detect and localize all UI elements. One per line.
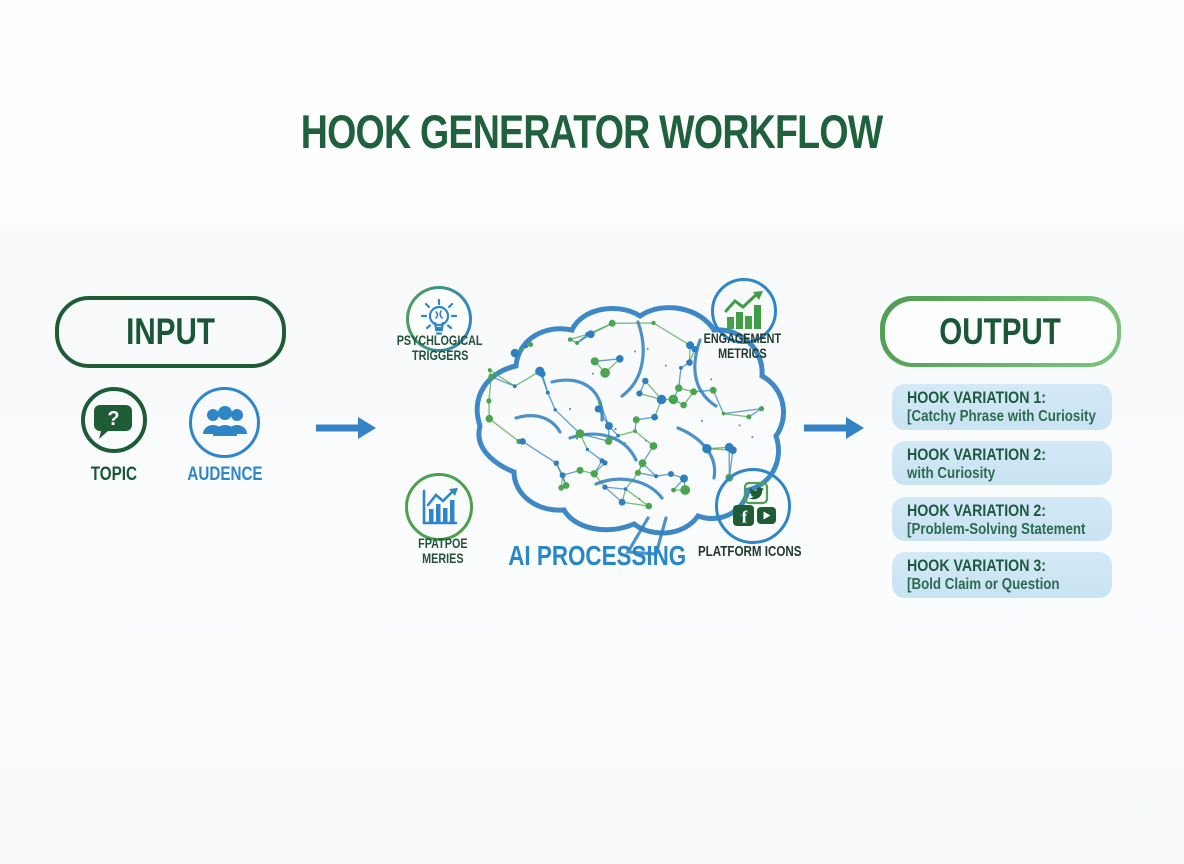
right-arrow-icon (316, 417, 376, 439)
platform-icons-label: PLATFORM ICONS (698, 544, 802, 560)
hook-title: HOOK VARIATION 2: (907, 446, 1047, 464)
engagement-metrics-label: ENGAGEMENT METRICS (703, 331, 781, 362)
neural-network-brain-illustration (474, 305, 786, 556)
twitter-icon (743, 481, 769, 505)
growth-chart-icon (711, 278, 777, 344)
page-title: HOOK GENERATOR WORKFLOW (301, 105, 884, 158)
hook-card-3: HOOK VARIATION 2: [Problem-Solving State… (892, 497, 1112, 541)
social-media-icons: f (715, 468, 791, 544)
facebook-icon: f (733, 505, 754, 527)
hook-subtitle: with Curiosity (907, 464, 996, 482)
hook-subtitle: [Problem-Solving Statement (907, 520, 1086, 538)
audience-label: AUDENCE (187, 464, 263, 485)
input-pill: INPUT (55, 296, 286, 368)
output-pill: OUTPUT (880, 296, 1121, 367)
svg-text:f: f (742, 508, 748, 527)
hook-title: HOOK VARIATION 1: (907, 389, 1047, 407)
lightbulb-icon (406, 286, 472, 352)
hook-card-2: HOOK VARIATION 2: with Curiosity (892, 441, 1112, 485)
youtube-icon (757, 507, 776, 524)
hook-subtitle: [Bold Claim or Question (907, 575, 1060, 593)
bar-chart-icon (405, 473, 473, 541)
strategy-metrics-label: FPATPOE MERIES (418, 536, 468, 567)
ai-processing-label: AI PROCESSING (507, 540, 686, 571)
question-speech-bubble-icon: ? (81, 387, 147, 453)
hook-title: HOOK VARIATION 3: (907, 557, 1047, 575)
people-group-icon (189, 387, 260, 458)
output-label: OUTPUT (939, 310, 1062, 352)
psychological-triggers-label: PSYCHLOGICAL TRIGGERS (397, 333, 483, 364)
hook-title: HOOK VARIATION 2: (907, 502, 1047, 520)
svg-text:?: ? (107, 408, 119, 430)
hook-card-1: HOOK VARIATION 1: [Catchy Phrase with Cu… (892, 384, 1112, 430)
hook-subtitle: [Catchy Phrase with Curiosity (907, 407, 1096, 425)
hook-card-4: HOOK VARIATION 3: [Bold Claim or Questio… (892, 552, 1112, 598)
topic-label: TOPIC (90, 464, 138, 485)
right-arrow-icon (804, 417, 864, 439)
input-label: INPUT (126, 311, 215, 352)
